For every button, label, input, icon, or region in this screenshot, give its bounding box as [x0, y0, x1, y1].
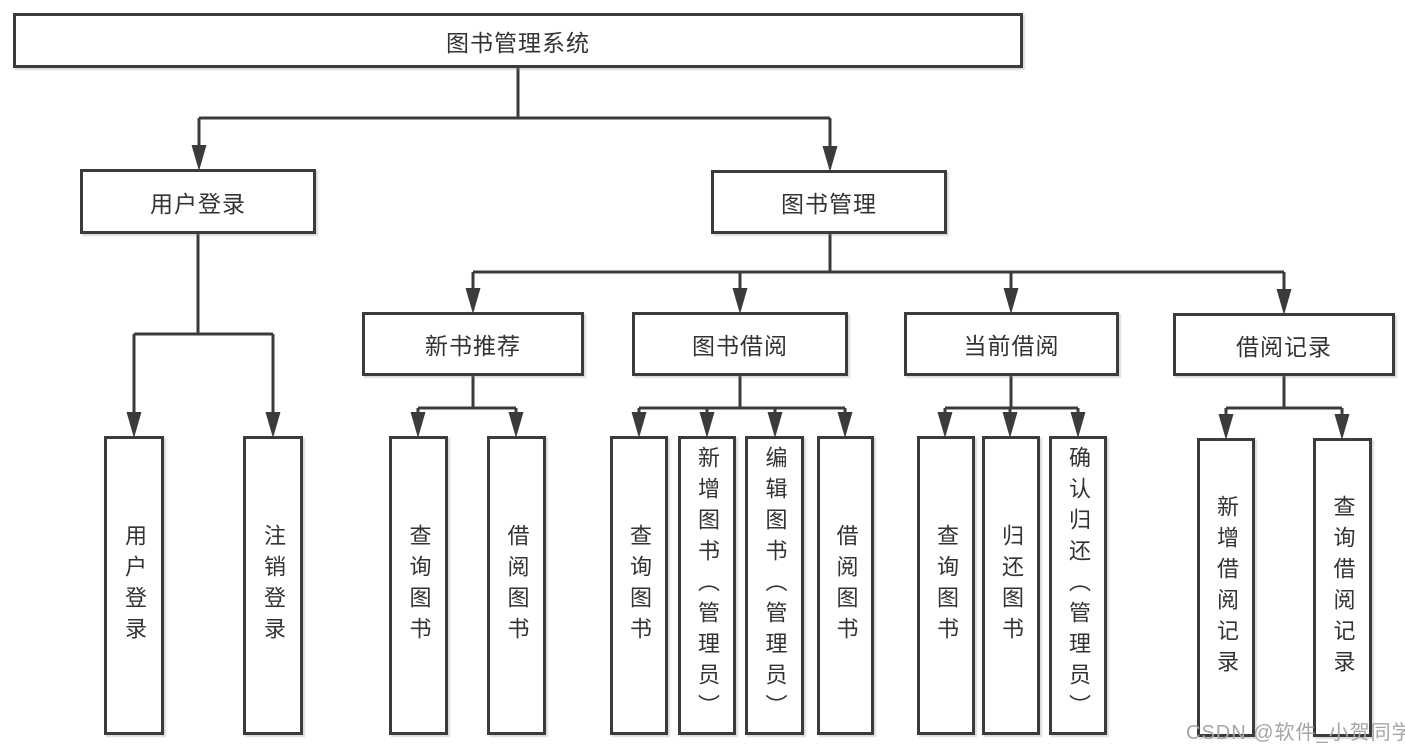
leaf-records-query-record: 查询借阅记录 — [1313, 438, 1372, 737]
connector-current-borrowing — [937, 376, 1086, 438]
connector-new-book-recommend — [410, 376, 524, 438]
leaf-borrowing-borrow-books: 借阅图书 — [817, 436, 874, 735]
leaf-borrowing-add-books-admin: 新增图书（管理员） — [678, 436, 736, 735]
arrowhead-icon — [126, 412, 142, 438]
node-current-borrowing: 当前借阅 — [904, 312, 1119, 376]
connector-book-borrowing — [631, 376, 853, 438]
leaf-current-query-books: 查询图书 — [917, 436, 975, 735]
arrowhead-icon — [732, 288, 748, 314]
arrowhead-icon — [1276, 289, 1292, 315]
arrowhead-icon — [767, 412, 783, 438]
arrowhead-icon — [937, 412, 953, 438]
connector-root — [191, 68, 838, 172]
arrowhead-icon — [1218, 414, 1234, 440]
node-user-login: 用户登录 — [80, 169, 316, 234]
arrowhead-icon — [1002, 412, 1018, 438]
arrowhead-icon — [1334, 414, 1350, 440]
leaf-recommend-borrow-books: 借阅图书 — [487, 436, 546, 735]
leaf-records-add-record: 新增借阅记录 — [1197, 438, 1255, 737]
connector-user-login — [126, 234, 281, 438]
arrowhead-icon — [465, 288, 481, 314]
node-root: 图书管理系统 — [13, 13, 1023, 68]
node-new-book-recommend: 新书推荐 — [362, 312, 584, 376]
leaf-current-confirm-return-admin: 确认归还（管理员） — [1049, 436, 1107, 735]
connector-book-management — [465, 234, 1292, 315]
watermark: CSDN @软件_小贺同学 — [1186, 722, 1405, 744]
arrowhead-icon — [631, 412, 647, 438]
leaf-user-login: 用户登录 — [104, 436, 164, 735]
leaf-borrowing-edit-books-admin: 编辑图书（管理员） — [745, 436, 804, 735]
leaf-recommend-query-books: 查询图书 — [389, 436, 448, 735]
leaf-borrowing-query-books: 查询图书 — [610, 436, 668, 735]
arrowhead-icon — [1003, 288, 1019, 314]
leaf-logout: 注销登录 — [243, 436, 303, 735]
arrowhead-icon — [410, 412, 426, 438]
connector-borrowing-records — [1218, 376, 1350, 440]
arrowhead-icon — [191, 145, 207, 171]
arrowhead-icon — [699, 412, 715, 438]
leaf-current-return-books: 归还图书 — [982, 436, 1040, 735]
node-book-management: 图书管理 — [711, 170, 947, 234]
arrowhead-icon — [822, 146, 838, 172]
arrowhead-icon — [837, 412, 853, 438]
arrowhead-icon — [508, 412, 524, 438]
node-book-borrowing: 图书借阅 — [632, 312, 848, 376]
arrowhead-icon — [265, 412, 281, 438]
arrowhead-icon — [1070, 412, 1086, 438]
node-borrowing-records: 借阅记录 — [1173, 313, 1395, 376]
